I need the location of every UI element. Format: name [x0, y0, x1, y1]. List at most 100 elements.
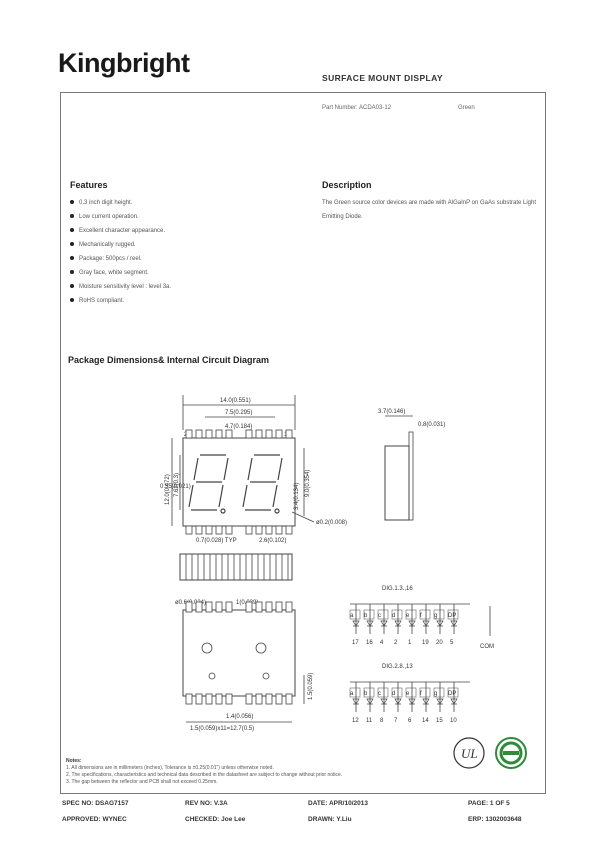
pin-number: 8: [380, 718, 384, 724]
notes-title: Notes:: [66, 758, 82, 764]
dim-pad-total: 1.5(0.059)x11=12.7(0.5): [190, 726, 254, 732]
description-heading: Description: [322, 180, 372, 190]
diode-icon: [352, 698, 360, 705]
segment-box: [391, 687, 403, 698]
dim-pin-pitch: 0.7(0.028) TYP: [196, 538, 237, 544]
segment-box: [363, 687, 375, 698]
dim-height-total: 12.0(0.472): [165, 474, 171, 505]
approved-by: APPROVED: WYNEC: [62, 816, 127, 823]
digit-2-segments: [242, 454, 283, 514]
feature-item: Moisture sensitivity level : level 3a.: [70, 280, 171, 294]
dim-pad-len: 1.5(0.059): [308, 673, 314, 700]
ul-certification-icon: UL: [453, 737, 485, 769]
diode-icon: [366, 620, 374, 627]
pin-number: 4: [380, 640, 384, 646]
diode-icon: [422, 620, 430, 627]
diode-icon: [450, 620, 458, 627]
note-line: 2. The specifications, characteristics a…: [66, 772, 343, 778]
page-number: PAGE: 1 OF 5: [468, 800, 510, 807]
mount-hole: [208, 672, 216, 680]
dim-dp-hole: ø0.2(0.008): [316, 520, 347, 526]
brand-logo: Kingbright: [58, 48, 190, 78]
footer-row-2: APPROVED: WYNEC CHECKED: Joe Lee DRAWN: …: [60, 816, 546, 828]
segment-box: [363, 609, 375, 620]
dig1-label: DIG.1.3.,16: [382, 586, 413, 592]
com-label: COM: [480, 644, 494, 650]
feature-item: RoHS compliant.: [70, 294, 171, 308]
bullet-icon: [70, 228, 74, 233]
dim-side-depth: 3.7(0.146): [378, 409, 405, 415]
segment-label: f: [420, 691, 422, 697]
pin-number: 17: [352, 640, 359, 646]
note-line: 3. The gap between the reflector and PCB…: [66, 779, 218, 785]
segment-box: [349, 609, 361, 620]
segment-label: e: [406, 691, 410, 697]
segment-label: DP: [448, 613, 456, 619]
bullet-icon: [70, 200, 74, 205]
pin-number: 11: [366, 718, 373, 724]
segment-box: [419, 687, 431, 698]
segment-box: [447, 609, 459, 620]
pin-number: 5: [450, 640, 454, 646]
rohs-green-icon: [495, 737, 527, 769]
mount-hole: [255, 642, 267, 654]
diode-icon: [436, 620, 444, 627]
side-view-lip: [408, 431, 414, 521]
segment-label: e: [406, 613, 410, 619]
spec-no: SPEC NO: DSAG7157: [62, 800, 129, 807]
edge-view-pins: [185, 554, 289, 580]
pin-number: 14: [422, 718, 429, 724]
package-heading: Package Dimensions& Internal Circuit Dia…: [68, 355, 270, 365]
pin-number: 19: [422, 640, 429, 646]
diode-icon: [380, 620, 388, 627]
side-view-body: [384, 445, 410, 521]
segment-label: d: [392, 691, 395, 697]
segment-box: [405, 687, 417, 698]
segment-box: [447, 687, 459, 698]
rev-no: REV NO: V.3A: [185, 800, 228, 807]
svg-text:UL: UL: [461, 746, 478, 761]
bullet-icon: [70, 214, 74, 219]
feature-item: Gray face, white segment.: [70, 266, 171, 280]
features-heading: Features: [70, 180, 108, 190]
diode-icon: [366, 698, 374, 705]
segment-label: g: [434, 691, 437, 697]
dim-pin-len: 2.6(0.102): [259, 538, 286, 544]
bullet-icon: [70, 270, 74, 275]
dim-dp-offset: 0.55(0.021): [160, 484, 191, 490]
feature-item: 0.3 inch digit height.: [70, 196, 171, 210]
document-title: SURFACE MOUNT DISPLAY: [322, 73, 443, 83]
segment-box: [419, 609, 431, 620]
pin-number: 12: [352, 718, 359, 724]
bullet-icon: [70, 242, 74, 247]
pin-number: 10: [450, 718, 457, 724]
diode-icon: [394, 620, 402, 627]
feature-item: Excellent character appearance.: [70, 224, 171, 238]
segment-box: [349, 687, 361, 698]
bullet-icon: [70, 256, 74, 261]
segment-label: a: [350, 691, 354, 697]
diode-icon: [380, 698, 388, 705]
digit-1-segments: [188, 454, 229, 514]
dig2-label: DIG.2.8.,13: [382, 664, 413, 670]
dim-width-total: 14.0(0.551): [220, 398, 251, 404]
dim-pin-span: 3.4(0.134): [294, 483, 300, 510]
checked-by: CHECKED: Joe Lee: [185, 816, 246, 823]
diode-icon: [408, 620, 416, 627]
pad-layout-body: [182, 609, 296, 697]
datasheet-frame: [60, 92, 546, 794]
mount-hole: [201, 642, 213, 654]
diode-icon: [394, 698, 402, 705]
pad-layout-pads: [185, 601, 293, 705]
date: DATE: APR/10/2013: [308, 800, 368, 807]
pin-number: 6: [408, 718, 412, 724]
segment-label: f: [420, 613, 422, 619]
leader-line: [291, 511, 315, 523]
segment-label: DP: [448, 691, 456, 697]
segment-label: g: [434, 613, 437, 619]
segment-label: b: [364, 613, 368, 619]
segment-box: [433, 609, 445, 620]
